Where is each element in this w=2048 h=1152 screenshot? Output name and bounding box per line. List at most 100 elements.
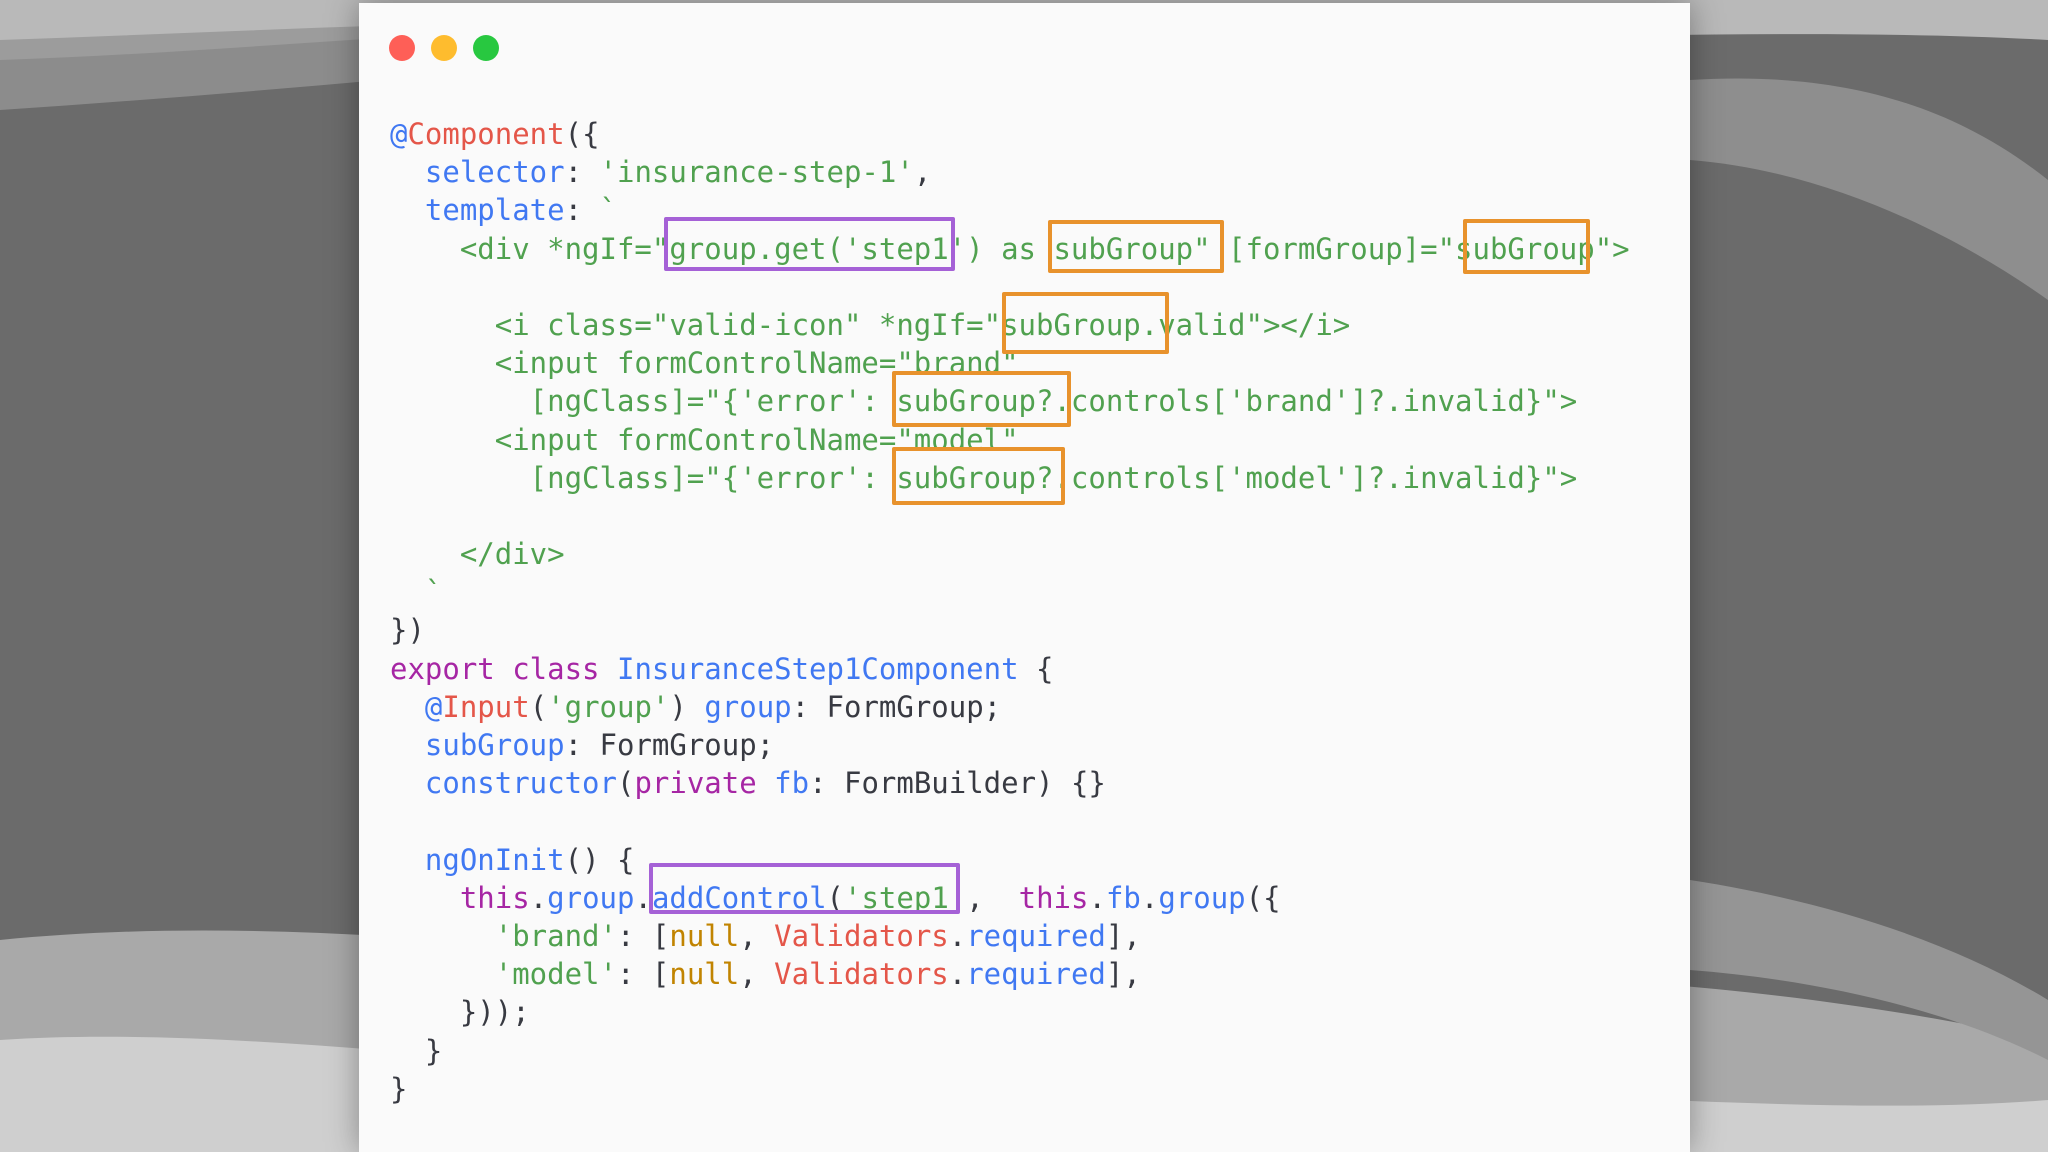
code-token: () {: [564, 842, 635, 877]
code-token: ({: [564, 117, 600, 151]
code-token: Component: [407, 117, 565, 151]
code-token: .: [1140, 880, 1159, 915]
code-token: : FormGroup;: [791, 689, 1002, 724]
highlight-box-subgroup-valid: [1002, 292, 1169, 354]
code-token: constructor: [390, 766, 617, 801]
highlight-box-addcontrol: [649, 863, 960, 914]
code-token: (: [826, 880, 845, 915]
code-token: `: [599, 193, 617, 228]
code-token: .: [948, 918, 967, 953]
highlight-box-subgroup-as: [1048, 220, 1224, 273]
code-token: 'model': [390, 957, 617, 992]
highlight-box-subgroup-brand: [892, 371, 1071, 427]
code-token: ,: [913, 155, 932, 190]
code-token: .: [634, 880, 652, 915]
code-line: 'model': [null, Validators.required],: [390, 955, 1630, 993]
code-token: {: [1018, 651, 1054, 686]
code-token: .: [529, 880, 548, 915]
code-line: subGroup: FormGroup;: [390, 726, 1630, 764]
code-token: null: [669, 918, 740, 953]
code-token: private: [634, 766, 775, 801]
code-token: Input: [442, 689, 530, 724]
code-line: </div>: [390, 535, 1630, 573]
code-token: :: [564, 155, 600, 190]
code-token: : FormGroup;: [564, 728, 775, 762]
code-token: ngOnInit: [390, 842, 565, 877]
code-line: [390, 802, 1630, 840]
code-token: ],: [1105, 957, 1141, 992]
code-line: export class InsuranceStep1Component {: [390, 650, 1630, 688]
code-token: }: [390, 1033, 443, 1068]
code-line: <i class="valid-icon" *ngIf="subGroup.va…: [390, 306, 1630, 344]
code-line: `: [390, 573, 1630, 611]
code-token: this: [1018, 880, 1089, 915]
code-line: }: [390, 1070, 1630, 1108]
code-token: fb: [1105, 880, 1141, 915]
code-token: .: [948, 957, 967, 992]
code-token: InsuranceStep1Component: [616, 651, 1019, 686]
code-token: required: [966, 918, 1106, 953]
minimize-button[interactable]: [431, 35, 457, 61]
code-token: 'brand': [390, 918, 617, 953]
code-window: @Component({ selector: 'insurance-step-1…: [359, 3, 1690, 1152]
code-token: </div>: [390, 537, 565, 572]
code-token: template: [390, 193, 565, 228]
code-token: addControl: [651, 880, 827, 915]
code-token: group: [1158, 880, 1246, 915]
zoom-button[interactable]: [473, 35, 499, 61]
highlight-box-subgroup-model: [892, 447, 1065, 505]
code-line: @Input('group') group: FormGroup;: [390, 688, 1630, 726]
code-token: ],: [1105, 918, 1141, 953]
code-token: group: [547, 880, 635, 915]
code-token: subGroup: [390, 728, 565, 762]
code-token: 'step1': [844, 880, 967, 915]
code-token: : FormBuilder) {}: [809, 766, 1106, 801]
code-token: group: [704, 689, 792, 724]
close-button[interactable]: [389, 35, 415, 61]
code-token: (: [616, 766, 635, 801]
code-line: [ngClass]="{'error': subGroup?.controls[…: [390, 382, 1630, 420]
code-line: [ngClass]="{'error': subGroup?.controls[…: [390, 459, 1630, 497]
code-token: : [: [616, 957, 670, 992]
code-line: selector: 'insurance-step-1',: [390, 153, 1630, 191]
code-token: <i class="valid-icon" *ngIf="subGroup.va…: [390, 307, 1351, 342]
code-token: ({: [1245, 880, 1281, 915]
code-token: 'group': [547, 689, 670, 724]
highlight-box-group-get: [664, 217, 955, 271]
code-token: ,: [739, 957, 775, 992]
code-line: @Component({: [390, 115, 1630, 153]
code-token: null: [669, 957, 740, 992]
code-token: fb: [774, 766, 810, 801]
code-line: 'brand': [null, Validators.required],: [390, 917, 1630, 955]
code-token: }: [390, 1071, 408, 1106]
code-token: .: [1088, 880, 1106, 915]
code-token: ): [669, 689, 705, 724]
code-line: <div *ngIf="group.get('step1') as subGro…: [390, 230, 1630, 268]
code-token: @: [390, 689, 443, 724]
code-token: [ngClass]="{'error': subGroup?.controls[…: [390, 384, 1578, 419]
code-token: export class: [390, 651, 617, 686]
highlight-box-subgroup-formgroup: [1463, 219, 1590, 274]
code-line: this.group.addControl('step1', this.fb.g…: [390, 879, 1630, 917]
code-token: Validators: [774, 918, 949, 953]
code-token: @: [390, 117, 408, 151]
code-token: `: [390, 575, 443, 610]
code-token: :: [564, 193, 600, 228]
code-token: }): [390, 613, 425, 648]
code-token: selector: [390, 155, 565, 190]
code-token: }));: [390, 995, 530, 1030]
code-line: template: `: [390, 191, 1630, 229]
code-line: }): [390, 611, 1630, 649]
code-token: required: [966, 957, 1106, 992]
code-token: [ngClass]="{'error': subGroup?.controls[…: [390, 460, 1578, 495]
code-token: (: [529, 689, 548, 724]
code-block: @Component({ selector: 'insurance-step-1…: [390, 115, 1630, 1108]
code-line: }: [390, 1032, 1630, 1070]
code-line: ngOnInit() {: [390, 841, 1630, 879]
code-token: <div *ngIf="group.get('step1') as subGro…: [390, 231, 1630, 266]
code-token: ,: [739, 918, 775, 953]
code-token: : [: [616, 918, 670, 953]
code-token: Validators: [774, 957, 949, 992]
code-token: this: [390, 880, 530, 915]
code-line: }));: [390, 993, 1630, 1031]
